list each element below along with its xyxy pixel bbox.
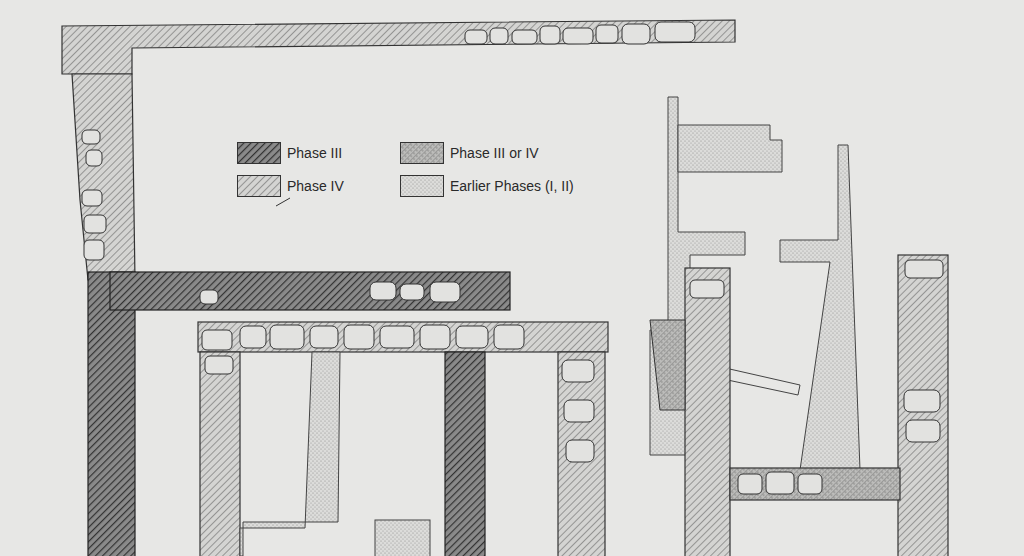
- legend-swatch: [400, 142, 444, 164]
- legend-label: Phase IV: [287, 178, 344, 194]
- legend-label: Earlier Phases (I, II): [450, 178, 574, 194]
- legend-swatch: [237, 175, 281, 197]
- legend-label: Phase III: [287, 145, 342, 161]
- legend-label: Phase III or IV: [450, 145, 539, 161]
- legend-row: Phase III: [237, 142, 342, 164]
- legend-swatch: [400, 175, 444, 197]
- legend-row: Phase IV: [237, 175, 344, 197]
- legend-swatch: [237, 142, 281, 164]
- legend-row: Earlier Phases (I, II): [400, 175, 574, 197]
- legend-row: Phase III or IV: [400, 142, 539, 164]
